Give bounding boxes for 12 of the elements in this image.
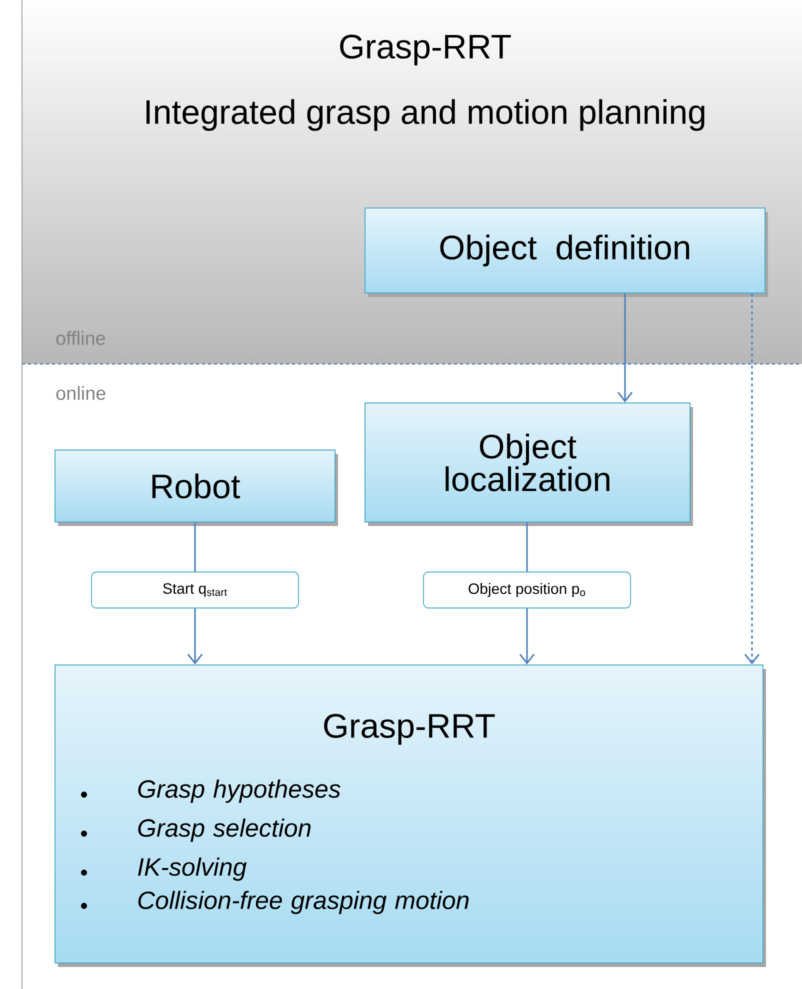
subtitle: Integrated grasp and motion planning <box>146 99 704 131</box>
edge-label: Object position p$_{o}$ <box>423 572 631 608</box>
title: Grasp-RRT <box>340 34 511 66</box>
process-box: Robot <box>54 450 338 526</box>
zone-label: online <box>56 386 106 400</box>
process-box: Object localization <box>364 402 693 526</box>
arrow <box>744 294 760 664</box>
process-box: Grasp-RRT Grasp hypotheses Grasp selection IK-solving Collision-free grasping motion <box>54 664 766 967</box>
edge-label: Start q$_{start}$ <box>91 572 299 608</box>
process-box: Object definition <box>364 208 768 297</box>
arrow <box>617 294 633 402</box>
zone-label: offline <box>56 331 106 345</box>
